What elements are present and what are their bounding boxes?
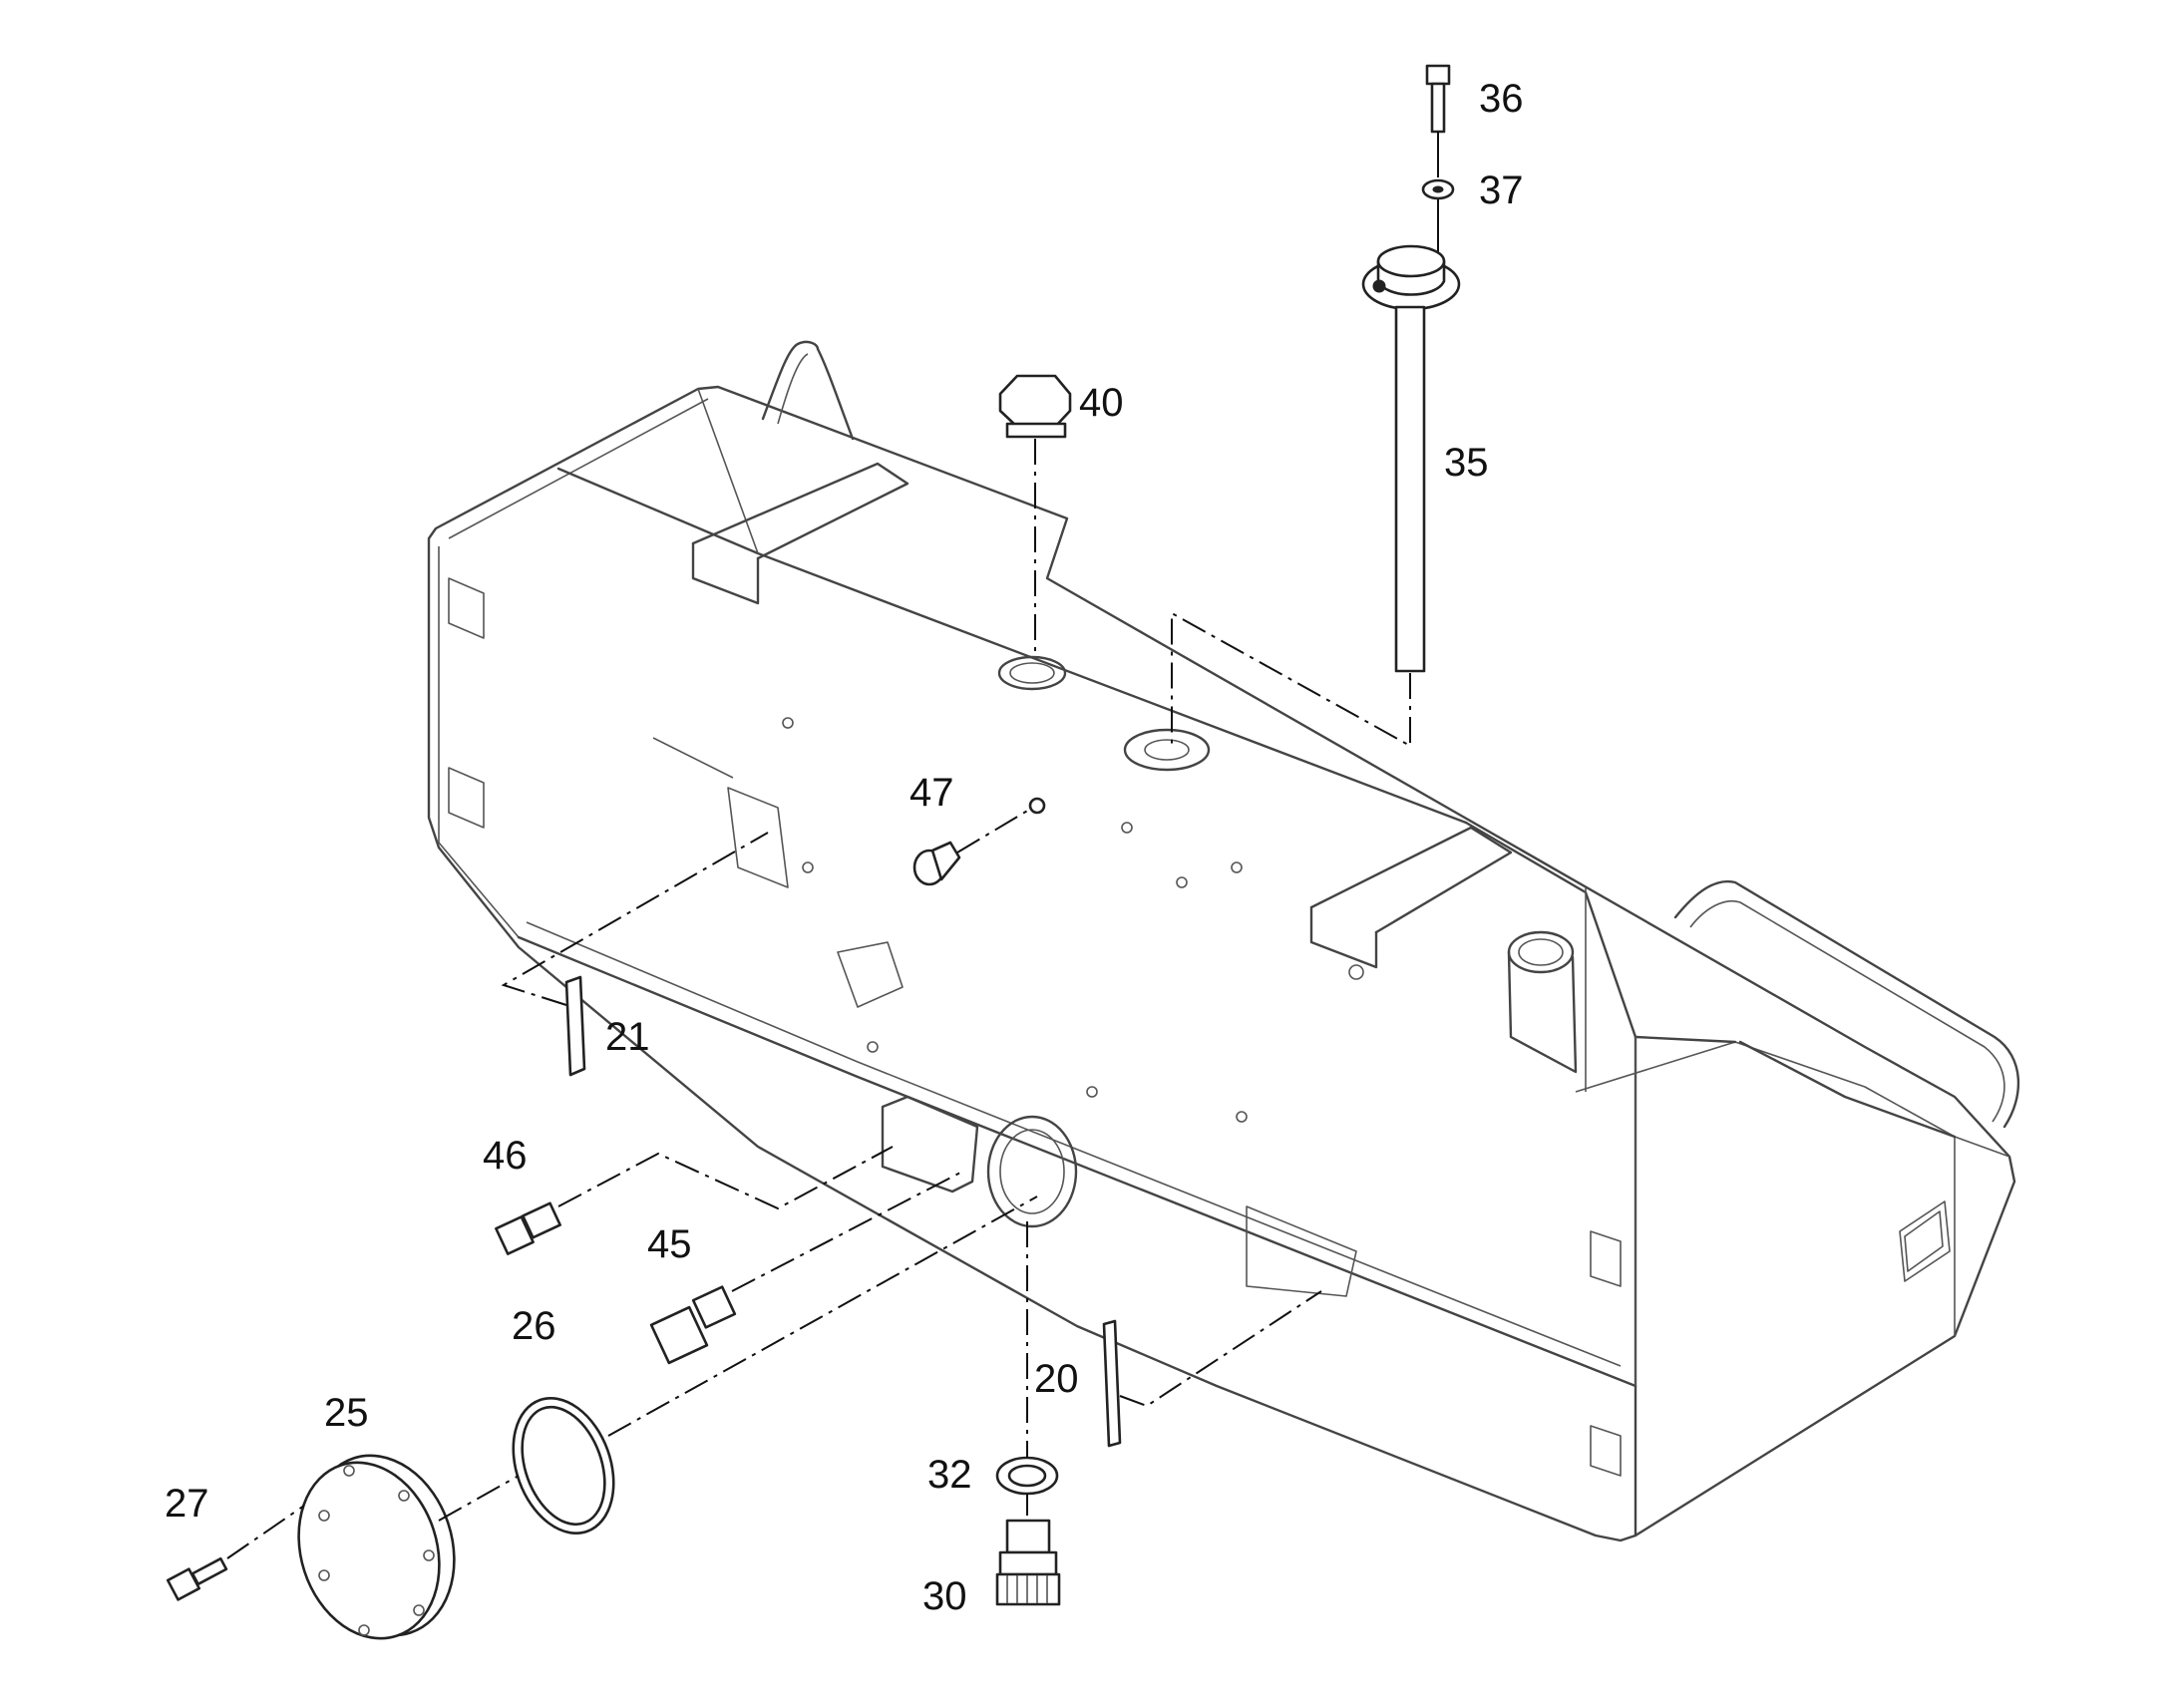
- leader-47: [956, 809, 1030, 854]
- label-25: 25: [324, 1391, 369, 1435]
- part-26-o-ring: [512, 1396, 615, 1536]
- part-21-strip: [564, 975, 586, 1077]
- part-37-washer: [1421, 178, 1455, 200]
- label-46: 46: [483, 1134, 528, 1178]
- label-20: 20: [1034, 1357, 1079, 1401]
- label-45: 45: [647, 1222, 692, 1266]
- label-37: 37: [1479, 169, 1524, 212]
- label-21: 21: [605, 1015, 650, 1059]
- part-45-fitting: [649, 1285, 737, 1365]
- part-36-bolt: [1425, 64, 1451, 134]
- part-25-cover-plate: [297, 1454, 456, 1640]
- part-46-fitting: [495, 1201, 561, 1255]
- leader-46: [557, 1146, 894, 1210]
- part-30-drain-plug: [995, 1519, 1061, 1606]
- tank-body: [427, 340, 2020, 1542]
- label-35: 35: [1444, 441, 1489, 485]
- leader-21: [501, 832, 769, 1006]
- part-47-plug: [912, 797, 1046, 886]
- label-30: 30: [922, 1574, 967, 1618]
- part-40-plug: [998, 374, 1072, 439]
- label-47: 47: [909, 771, 954, 815]
- label-27: 27: [165, 1482, 209, 1526]
- leader-45: [731, 1171, 963, 1292]
- label-26: 26: [512, 1304, 556, 1348]
- part-27-screw: [166, 1556, 228, 1601]
- label-32: 32: [927, 1453, 972, 1497]
- label-36: 36: [1479, 77, 1524, 121]
- part-35-level-sender: [1361, 244, 1461, 673]
- leader-26: [607, 1196, 1038, 1437]
- part-20-strip: [1102, 1319, 1122, 1448]
- label-40: 40: [1079, 381, 1124, 425]
- leader-25: [438, 1475, 520, 1522]
- leader-35: [1171, 611, 1411, 750]
- part-32-washer: [995, 1456, 1059, 1496]
- part-labels: 36 37 40 35 47 21 46 45 26 25 20 27 32 3…: [165, 77, 1524, 1618]
- leader-20: [1119, 1290, 1322, 1408]
- leader-27: [226, 1505, 305, 1559]
